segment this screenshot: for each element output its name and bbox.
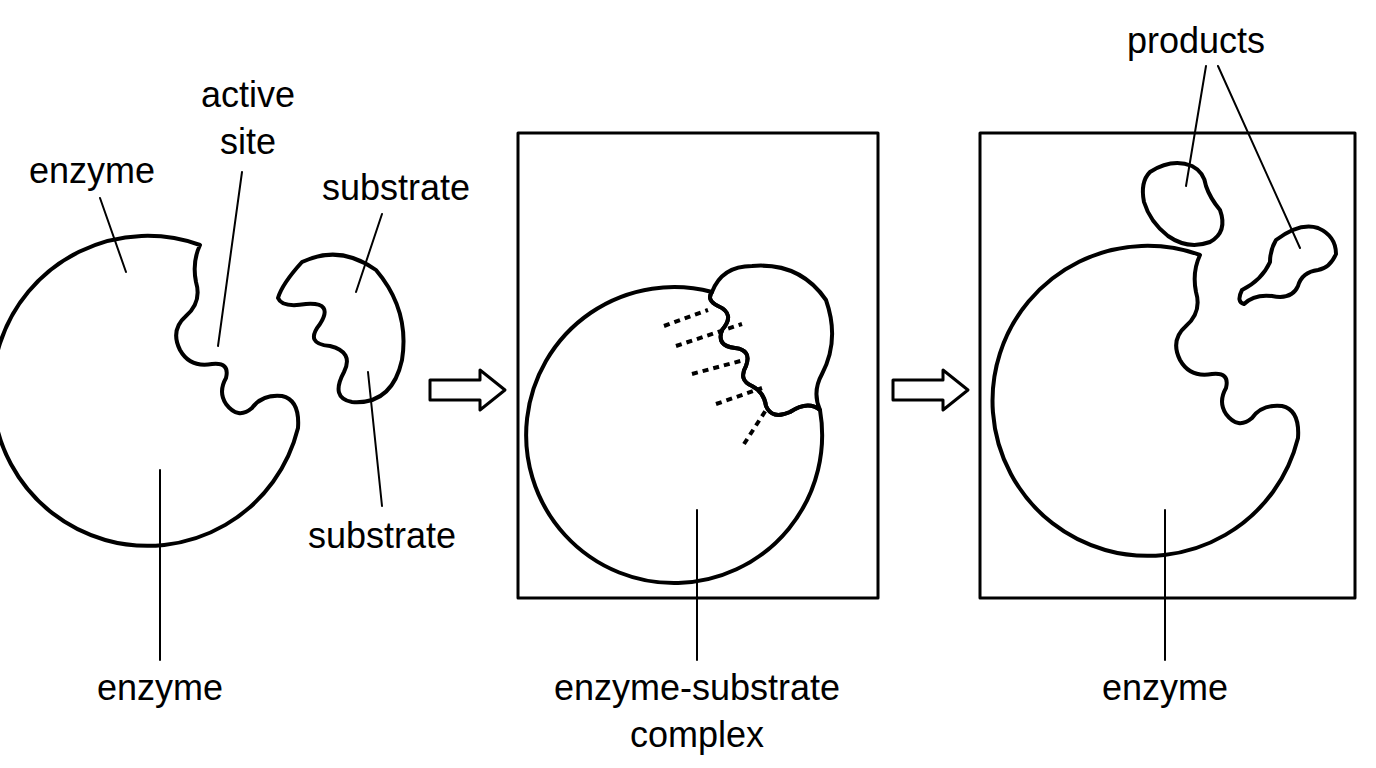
part-label: products	[1127, 17, 1265, 64]
leader-line	[1164, 510, 1166, 660]
product-shape	[1239, 227, 1336, 305]
part-label: substrate	[308, 512, 456, 559]
leader-line	[1186, 66, 1206, 186]
process-arrow	[430, 370, 505, 410]
part-label: enzyme	[97, 664, 223, 711]
enzyme-shape	[993, 246, 1299, 556]
bond-lines	[664, 310, 766, 444]
leader-line	[368, 372, 382, 506]
part-label: enzyme	[1102, 664, 1228, 711]
bond-line	[744, 410, 766, 444]
enzyme-shape	[0, 236, 298, 546]
panel-frame	[980, 133, 1355, 598]
substrate-shape	[710, 266, 832, 415]
leader-line	[356, 214, 382, 292]
leader-line	[1218, 66, 1300, 248]
leader-line	[218, 172, 242, 346]
product-shape	[1143, 163, 1223, 245]
bond-line	[716, 388, 762, 404]
part-label: active site	[178, 71, 318, 165]
bond-line	[676, 324, 742, 346]
enzyme-shape	[526, 287, 822, 583]
leader-lines	[100, 66, 1300, 660]
bond-line	[664, 310, 708, 326]
leader-line	[696, 510, 698, 660]
bond-line	[692, 360, 744, 374]
part-label: enzyme	[29, 147, 155, 194]
part-label: enzyme-substrate complex	[537, 664, 857, 758]
substrate-shape	[278, 255, 404, 403]
process-arrow	[893, 370, 968, 410]
part-label: substrate	[322, 164, 470, 211]
leader-line	[159, 470, 161, 660]
leader-line	[100, 198, 126, 272]
